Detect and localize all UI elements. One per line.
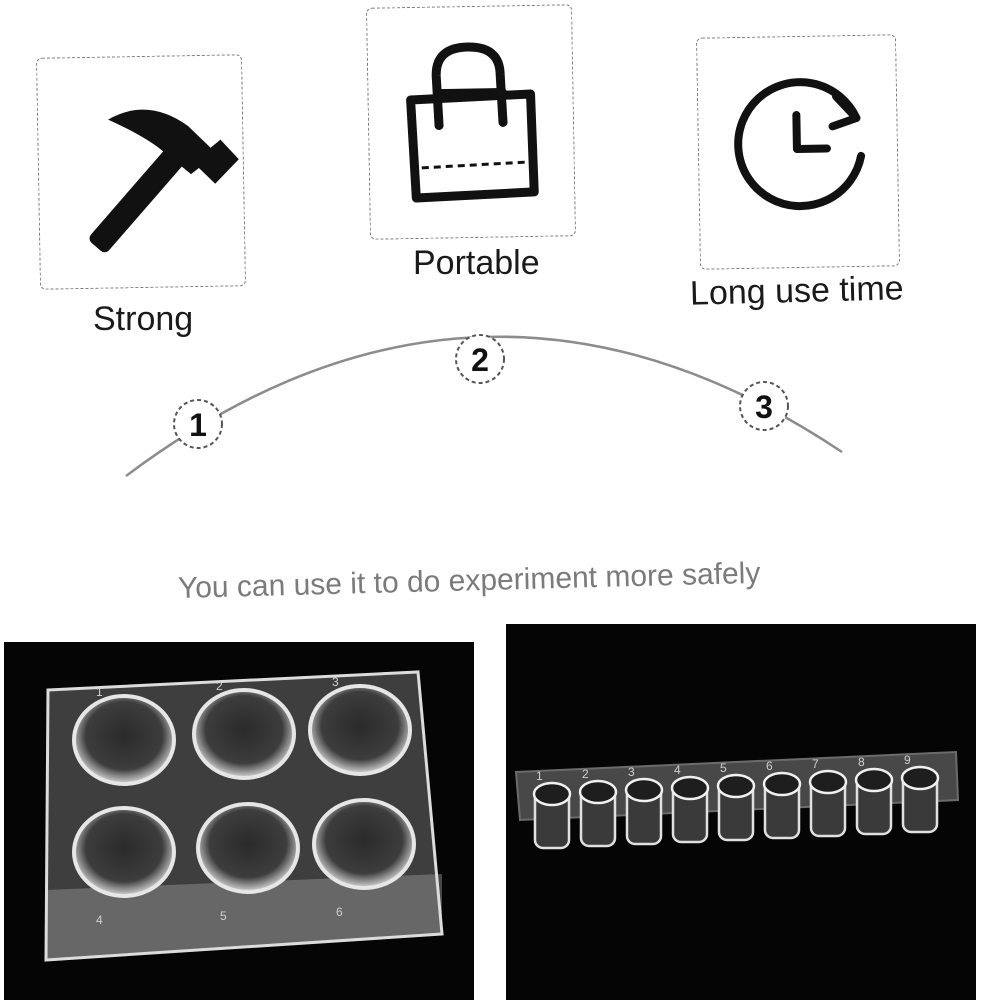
shopping-bag-icon — [406, 42, 539, 203]
strip-well-number: 2 — [582, 767, 589, 781]
nine-well-strip-image: 1 2 3 4 5 6 7 8 9 — [514, 750, 960, 850]
strip-well: 5 — [716, 761, 756, 842]
step-number-1: 1 — [189, 407, 207, 443]
strip-well: 4 — [670, 763, 710, 844]
tagline: You can use it to do experiment more saf… — [177, 556, 761, 605]
step-marker-1: 1 — [173, 399, 223, 449]
feature-label-portable: Portable — [413, 244, 540, 282]
strip-well-number: 9 — [904, 753, 911, 767]
strip-well: 1 — [532, 769, 572, 850]
plate-well-number: 2 — [216, 679, 223, 693]
plate-well: 5 — [196, 802, 300, 923]
strip-well-number: 7 — [812, 757, 819, 771]
plate-well-number: 6 — [336, 905, 343, 919]
clock-refresh-icon — [734, 78, 866, 211]
plate-well-number: 1 — [96, 685, 103, 699]
step-number-2: 2 — [471, 342, 489, 378]
strip-well-number: 4 — [674, 763, 681, 777]
six-well-plate-image: 1 2 3 4 5 6 — [44, 670, 444, 962]
strip-well-number: 3 — [628, 765, 635, 779]
strip-well-number: 6 — [766, 759, 773, 773]
strip-well: 6 — [762, 759, 802, 840]
step-marker-2: 2 — [455, 334, 505, 384]
feature-label-strong: Strong — [93, 300, 194, 338]
strip-well: 9 — [900, 753, 940, 834]
plate-well-number: 3 — [332, 675, 339, 689]
photo-nine-well-strip: 1 2 3 4 5 6 7 8 9 — [506, 624, 976, 1000]
strip-well-number: 1 — [536, 769, 543, 783]
feature-card-long-use-time — [695, 34, 901, 270]
strip-well-number: 8 — [858, 755, 865, 769]
strip-well: 2 — [578, 767, 618, 848]
plate-well: 2 — [192, 679, 296, 780]
plate-well: 6 — [312, 798, 416, 919]
feature-card-strong — [35, 54, 247, 290]
strip-well: 8 — [854, 755, 894, 836]
step-marker-3: 3 — [739, 381, 789, 431]
plate-well-number: 4 — [96, 913, 103, 927]
strip-well-number: 5 — [720, 761, 727, 775]
hammer-icon — [89, 109, 239, 253]
plate-well-number: 5 — [220, 909, 227, 923]
plate-well: 4 — [72, 806, 176, 927]
step-number-3: 3 — [755, 389, 773, 425]
strip-well: 7 — [808, 757, 848, 838]
feature-card-portable — [365, 4, 577, 240]
plate-well: 1 — [72, 685, 176, 786]
photo-six-well-plate: 1 2 3 4 5 6 — [4, 642, 474, 1000]
step-arc: 1 2 3 — [125, 334, 843, 477]
plate-well: 3 — [308, 675, 412, 776]
strip-well: 3 — [624, 765, 664, 846]
